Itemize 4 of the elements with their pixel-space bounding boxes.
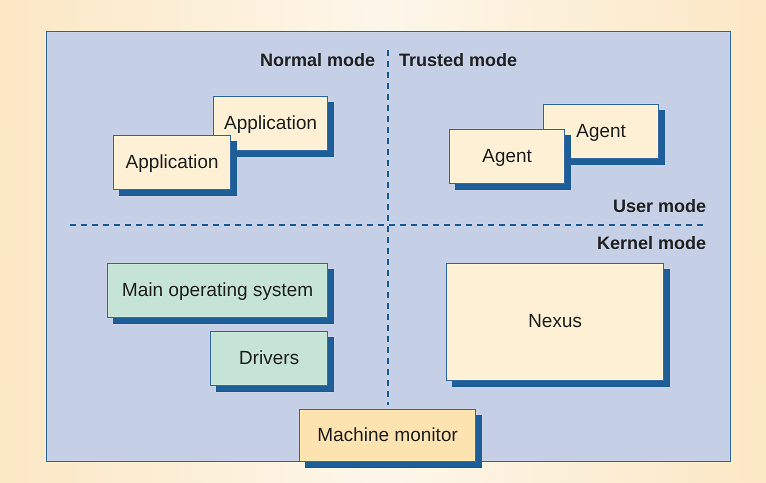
mode-label: User mode [612,196,706,217]
mode-label: Kernel mode [596,233,706,254]
mode-label: Normal mode [260,50,375,71]
mode-label: Trusted mode [399,50,518,71]
